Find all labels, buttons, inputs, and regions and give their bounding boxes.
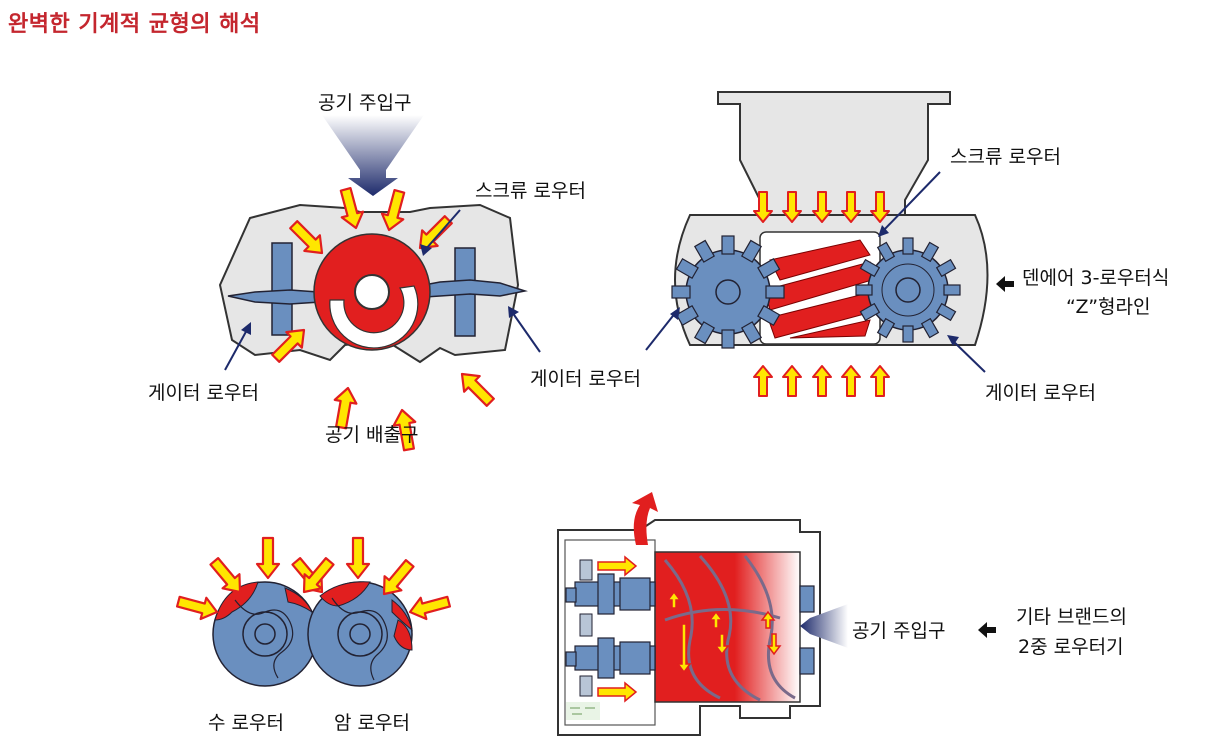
rotor-shafts bbox=[565, 573, 815, 679]
diagram-bottom-right bbox=[557, 492, 996, 736]
caption-br-line1: 기타 브랜드의 bbox=[1016, 606, 1127, 628]
left-arrow-icon bbox=[996, 276, 1014, 292]
label-inlet-br: 공기 주입구 bbox=[852, 620, 946, 642]
diagram-bottom-left bbox=[174, 536, 453, 687]
label-outlet-tl: 공기 배출구 bbox=[325, 424, 419, 446]
screw-rotor-channel bbox=[329, 285, 419, 349]
inlet-funnel-icon bbox=[800, 604, 848, 648]
gate-rotor-left bbox=[671, 235, 785, 349]
inlet-funnel-icon bbox=[322, 115, 424, 196]
label-gate-rotor-right-tl: 게이터 로우터 bbox=[530, 368, 641, 390]
caption-tr-line1: 덴에어 3-로우터식 bbox=[1022, 267, 1170, 289]
label-gate-rotor-tr: 게이터 로우터 bbox=[985, 382, 1096, 404]
left-arrow-icon bbox=[978, 622, 996, 638]
caption-tr-line2: “Z”형라인 bbox=[1066, 296, 1151, 318]
label-female-rotor: 암 로우터 bbox=[334, 712, 410, 734]
screw-rotor bbox=[764, 239, 873, 339]
label-inlet-tl: 공기 주입구 bbox=[318, 92, 412, 114]
label-screw-rotor-tr: 스크류 로우터 bbox=[950, 146, 1061, 168]
page-title: 완벽한 기계적 균형의 해석 bbox=[8, 12, 261, 37]
diagram-top-right bbox=[645, 91, 1014, 397]
caption-br-line2: 2중 로우터기 bbox=[1018, 636, 1124, 658]
diagram-top-left bbox=[218, 115, 541, 453]
screw-rotor-hub bbox=[354, 274, 390, 310]
label-male-rotor: 수 로우터 bbox=[208, 712, 284, 734]
label-gate-rotor-left-tl: 게이터 로우터 bbox=[148, 382, 259, 404]
label-screw-rotor-tl: 스크류 로우터 bbox=[475, 180, 586, 202]
gate-rotor-right bbox=[855, 237, 961, 343]
gate-rotor-left-shaft bbox=[271, 242, 293, 336]
discharge-arrow-icon bbox=[632, 492, 658, 545]
